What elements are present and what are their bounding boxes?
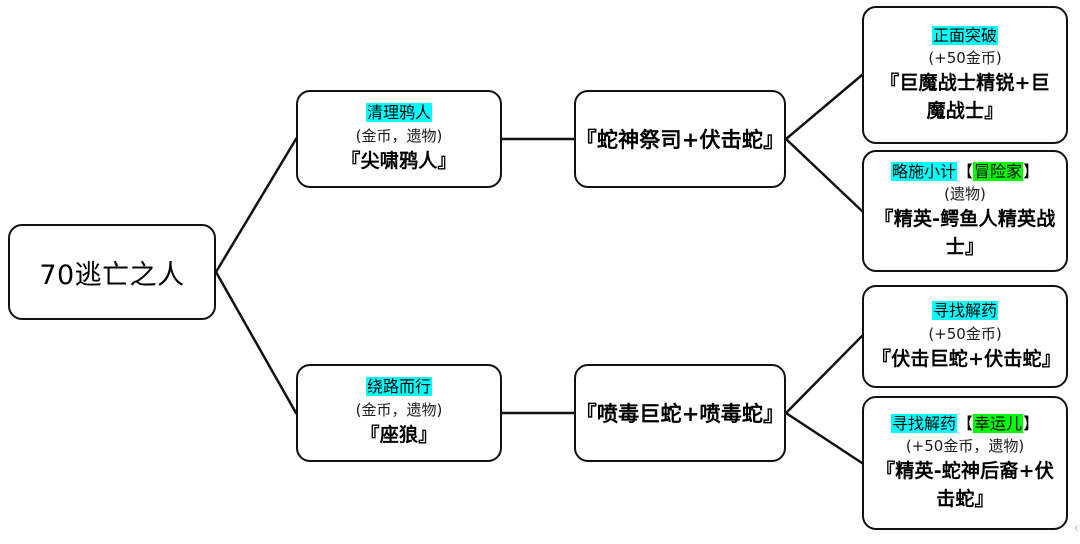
- lower-outcome-2-perk-close: 】: [1023, 413, 1040, 433]
- node-upper-choice[interactable]: 清理鸦人 (金币，遗物) 『尖啸鸦人』: [296, 90, 502, 188]
- edge-root-to-lower: [214, 270, 298, 415]
- lower-outcome-1-option: 寻找解药: [931, 300, 998, 320]
- edge-lower-stage-to-outcome-2: [784, 411, 864, 465]
- node-lower-choice[interactable]: 绕路而行 (金币，遗物) 『座狼』: [296, 364, 502, 462]
- upper-outcome-2-option-line: 略施小计【冒险家】: [890, 161, 1040, 183]
- lower-outcome-2-reward: (+50金币，遗物): [905, 437, 1025, 456]
- upper-outcome-1-reward: (+50金币): [928, 49, 1002, 68]
- root-label: 70逃亡之人: [39, 259, 185, 291]
- edge-root-to-upper: [214, 137, 298, 274]
- upper-outcome-1-option: 正面突破: [931, 25, 998, 45]
- lower-outcome-2-option-line: 寻找解药【幸运儿】: [890, 413, 1040, 435]
- lower-outcome-2-perk: 幸运儿: [973, 413, 1024, 433]
- corner-chevron-icon: ‹: [1073, 521, 1079, 536]
- upper-choice-reward: (金币，遗物): [355, 127, 443, 146]
- upper-stage-encounter: 『蛇神祭司+伏击蛇』: [575, 128, 785, 152]
- node-root[interactable]: 70逃亡之人: [8, 224, 216, 320]
- lower-outcome-2-option: 寻找解药: [890, 413, 957, 433]
- node-upper-outcome-2[interactable]: 略施小计【冒险家】 (遗物) 『精英-鳄鱼人精英战士』: [862, 150, 1068, 272]
- upper-outcome-2-perk: 冒险家: [973, 161, 1024, 181]
- lower-outcome-1-reward: (+50金币): [928, 324, 1002, 343]
- upper-choice-option-line: 清理鸦人: [365, 102, 432, 124]
- lower-choice-option: 绕路而行: [365, 377, 432, 397]
- upper-outcome-1-option-line: 正面突破: [931, 25, 998, 47]
- node-lower-outcome-2[interactable]: 寻找解药【幸运儿】 (+50金币，遗物) 『精英-蛇神后裔+伏击蛇』: [862, 396, 1068, 530]
- upper-choice-option: 清理鸦人: [365, 103, 432, 123]
- lower-outcome-1-option-line: 寻找解药: [931, 300, 998, 322]
- upper-outcome-1-encounter: 『巨魔战士精锐+巨魔战士』: [880, 72, 1050, 122]
- lower-stage-encounter: 『喷毒巨蛇+喷毒蛇』: [575, 402, 785, 426]
- lower-choice-encounter: 『座狼』: [360, 424, 438, 447]
- lower-choice-reward: (金币，遗物): [355, 401, 443, 420]
- node-lower-stage[interactable]: 『喷毒巨蛇+喷毒蛇』: [574, 364, 786, 462]
- lower-outcome-2-perk-open: 【: [956, 413, 973, 433]
- edge-upper-stage-to-outcome-2: [784, 137, 864, 213]
- node-upper-stage[interactable]: 『蛇神祭司+伏击蛇』: [574, 90, 786, 188]
- upper-outcome-2-option: 略施小计: [890, 161, 957, 181]
- upper-choice-encounter: 『尖啸鸦人』: [341, 150, 457, 173]
- node-upper-outcome-1[interactable]: 正面突破 (+50金币) 『巨魔战士精锐+巨魔战士』: [862, 6, 1068, 144]
- upper-outcome-2-encounter: 『精英-鳄鱼人精英战士』: [874, 208, 1056, 258]
- upper-outcome-2-reward: (遗物): [944, 185, 986, 204]
- node-lower-outcome-1[interactable]: 寻找解药 (+50金币) 『伏击巨蛇+伏击蛇』: [862, 285, 1068, 388]
- edge-lower-stage-to-outcome-1: [784, 334, 864, 415]
- lower-outcome-2-encounter: 『精英-蛇神后裔+伏击蛇』: [876, 460, 1054, 510]
- lower-outcome-1-encounter: 『伏击巨蛇+伏击蛇』: [872, 347, 1061, 370]
- edge-upper-stage-to-outcome-1: [784, 73, 864, 141]
- upper-outcome-2-perk-close: 】: [1023, 161, 1040, 181]
- upper-outcome-2-perk-open: 【: [956, 161, 973, 181]
- lower-choice-option-line: 绕路而行: [365, 376, 432, 398]
